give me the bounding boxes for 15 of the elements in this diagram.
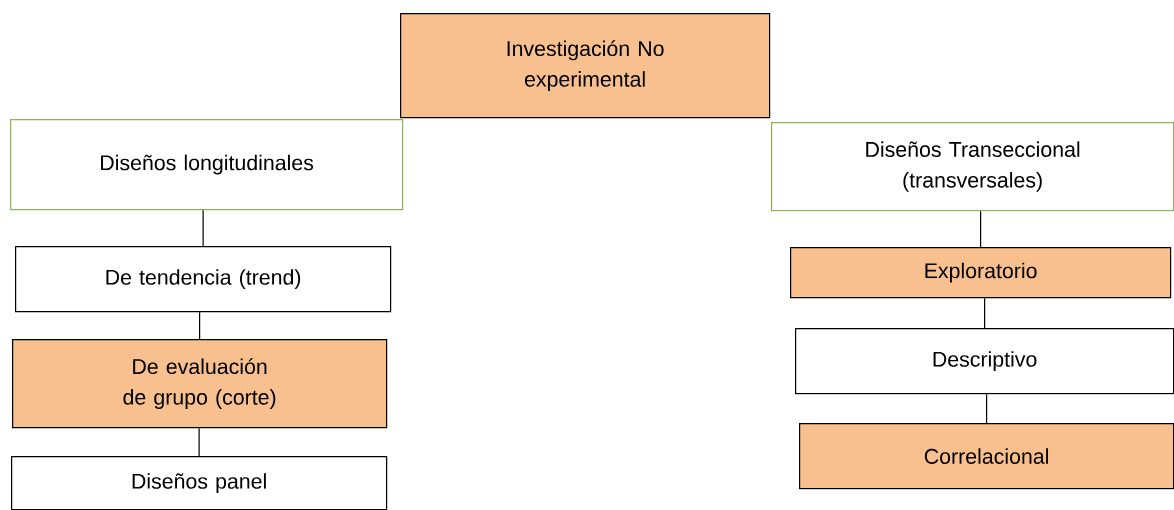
connector-line — [986, 393, 988, 424]
category-box: Exploratorio — [790, 247, 1172, 299]
category-box: Diseños longitudinales — [10, 119, 404, 211]
connector-line — [984, 297, 986, 329]
connector-line — [199, 311, 201, 340]
connector-line — [202, 209, 204, 247]
category-box: Descriptivo — [795, 328, 1174, 395]
connector-line — [980, 210, 982, 248]
category-box: Correlacional — [799, 423, 1174, 490]
category-box: De tendencia (trend) — [15, 246, 392, 313]
category-box: De evaluación de grupo (corte) — [12, 339, 388, 429]
category-box: Investigación No experimental — [400, 13, 771, 119]
category-box: Diseños Transeccional (transversales) — [771, 122, 1174, 212]
category-box: Diseños panel — [11, 456, 388, 510]
connector-line — [198, 427, 200, 457]
